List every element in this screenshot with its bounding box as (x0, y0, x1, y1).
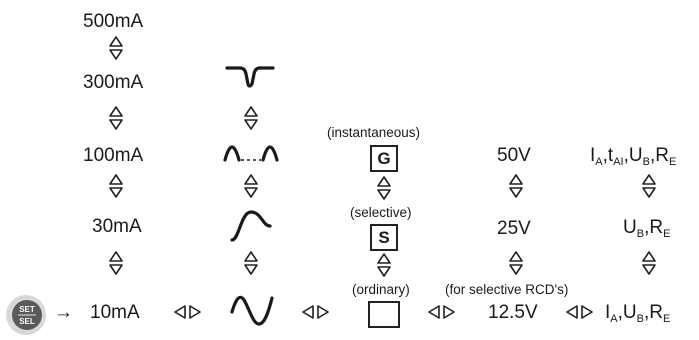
updown-arrow-icon (509, 174, 523, 198)
updown-arrow-icon (244, 106, 258, 130)
params-row-3: IA,UB,RE (605, 302, 671, 325)
sel-label: SEL (19, 317, 35, 326)
selective-label: (selective) (350, 205, 412, 220)
leftright-arrow-icon (566, 305, 594, 319)
current-30ma: 30mA (92, 216, 142, 237)
updown-arrow-icon (509, 251, 523, 275)
sine-waveform-icon (230, 295, 274, 326)
current-300ma: 300mA (83, 72, 144, 93)
updown-arrow-icon (244, 174, 258, 198)
current-100ma: 100mA (83, 145, 144, 166)
instantaneous-label: (instantaneous) (327, 125, 421, 140)
updown-arrow-icon (377, 253, 391, 277)
set-label: SET (19, 305, 35, 314)
instantaneous-box: G (370, 145, 398, 172)
updown-arrow-icon (109, 106, 123, 130)
updown-arrow-icon (377, 176, 391, 200)
leftright-arrow-icon (428, 305, 456, 319)
selective-box: S (370, 224, 398, 251)
right-arrow: → (54, 302, 73, 323)
updown-arrow-icon (642, 251, 656, 275)
set-sel-button[interactable]: SET SEL (4, 293, 48, 337)
leftright-arrow-icon (174, 305, 202, 319)
leftright-arrow-icon (302, 305, 330, 319)
pulsed-dc-waveform-icon (225, 66, 275, 88)
params-row-2: UB,RE (623, 217, 671, 240)
voltage-50v: 50V (497, 145, 531, 166)
ordinary-label: (ordinary) (352, 282, 410, 297)
updown-arrow-icon (642, 174, 656, 198)
params-row-1: IA,tAI,UB,RE (590, 145, 677, 168)
half-sine-waveform-icon (230, 210, 272, 242)
current-10ma: 10mA (90, 302, 140, 323)
current-500ma: 500mA (83, 11, 144, 32)
updown-arrow-icon (244, 251, 258, 275)
updown-arrow-icon (109, 251, 123, 275)
half-wave-waveform-icon (223, 145, 279, 162)
voltage-12-5v: 12.5V (488, 302, 538, 323)
voltage-25v: 25V (497, 218, 531, 239)
selective-rcd-note: (for selective RCD's) (445, 282, 569, 297)
ordinary-box (368, 301, 400, 328)
updown-arrow-icon (109, 36, 123, 60)
updown-arrow-icon (109, 174, 123, 198)
